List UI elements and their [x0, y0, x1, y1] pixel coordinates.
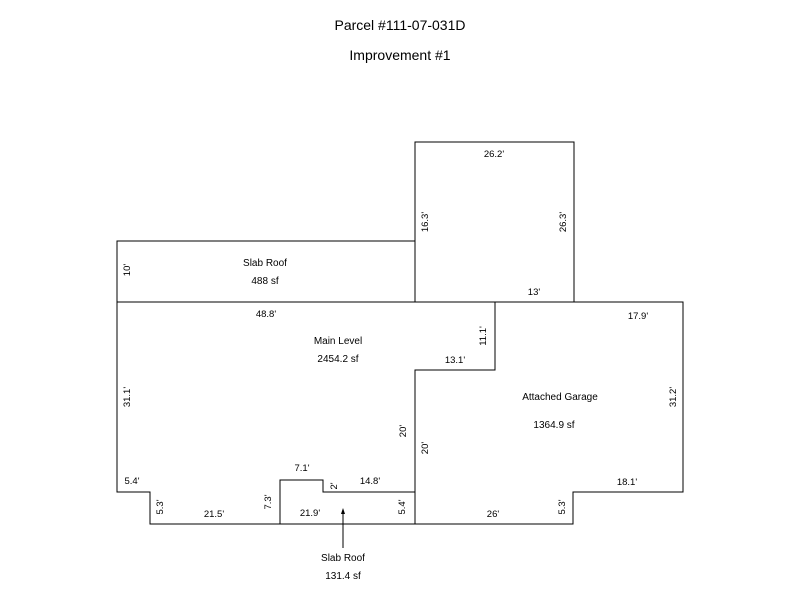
- dimension-label: 13': [528, 287, 541, 298]
- dimension-label: 26.3': [558, 212, 569, 232]
- main-level-size: 2454.2 sf: [317, 354, 358, 365]
- dimension-label: 20': [398, 425, 409, 438]
- attached-garage-label: Attached Garage: [522, 392, 598, 403]
- slab-roof-top-label: Slab Roof: [243, 258, 287, 269]
- dimension-label: 10': [122, 264, 133, 277]
- dimension-label: 5.4': [124, 476, 139, 487]
- dimension-label: 21.9': [300, 508, 320, 519]
- attached-garage-outline: [414, 301, 684, 525]
- dimension-label: 31.2': [668, 387, 679, 407]
- slab-roof-top-size: 488 sf: [251, 276, 278, 287]
- dimension-label: 7.1': [294, 463, 309, 474]
- dimension-label: 2': [329, 482, 340, 489]
- dimension-label: 5.3': [155, 499, 166, 514]
- dimension-label: 16.3': [420, 212, 431, 232]
- main-level-label: Main Level: [314, 336, 362, 347]
- dimension-label: 21.5': [204, 509, 224, 520]
- dimension-label: 11.1': [478, 326, 489, 346]
- attached-garage-size: 1364.9 sf: [533, 420, 574, 431]
- dimension-label: 5.3': [557, 499, 568, 514]
- slab-roof-bottom-outline: [279, 479, 415, 524]
- dimension-label: 17.9': [628, 311, 648, 322]
- slab-roof-bottom-label: Slab Roof: [321, 553, 365, 564]
- slab-roof-top-outline: [116, 240, 416, 303]
- dimension-label: 14.8': [360, 476, 380, 487]
- upper-section-outline: [414, 141, 575, 302]
- parcel-title: Parcel #111-07-031D: [334, 17, 466, 33]
- dimension-label: 48.8': [256, 309, 276, 320]
- dimension-label: 31.1': [122, 387, 133, 407]
- improvement-title: Improvement #1: [349, 47, 451, 63]
- dimension-label: 26.2': [484, 149, 504, 160]
- slab-roof-pointer-arrowhead: [341, 508, 345, 514]
- dimension-label: 13.1': [445, 355, 465, 366]
- dimension-label: 18.1': [617, 477, 637, 488]
- main-level-outline: [116, 301, 496, 525]
- dimension-label: 20': [420, 442, 431, 455]
- dimension-label: 7.3': [263, 494, 274, 509]
- dimension-label: 26': [487, 509, 500, 520]
- dimension-label: 5.4': [397, 499, 408, 514]
- slab-roof-bottom-size: 131.4 sf: [325, 571, 361, 582]
